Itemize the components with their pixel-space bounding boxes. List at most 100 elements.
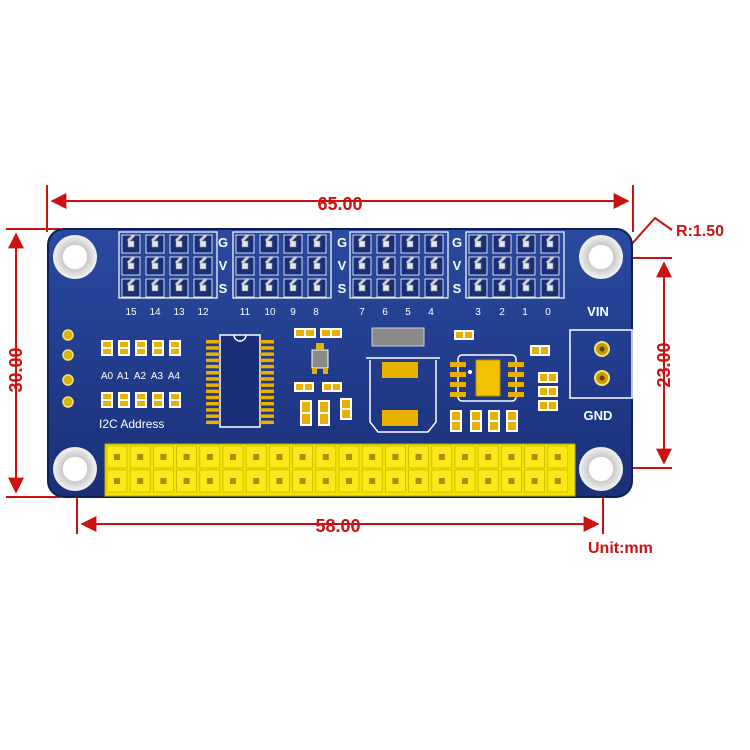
- gpio-hole: [322, 478, 329, 484]
- header-pin: [498, 240, 506, 248]
- smd-part: [322, 382, 342, 392]
- header-pin: [522, 240, 530, 248]
- dimension-hole-horizontal: 58.00: [76, 470, 604, 536]
- gpio-hole: [206, 478, 213, 484]
- smd-pad: [472, 422, 480, 430]
- header-pin-top: [126, 255, 136, 265]
- address-jumper-pads: [101, 340, 181, 408]
- voltage-regulator: [366, 327, 440, 433]
- mounting-hole-top-left: [53, 235, 97, 279]
- address-label: A4: [168, 371, 181, 382]
- header-pin: [474, 240, 482, 248]
- mounting-hole-bottom-right: [579, 447, 623, 491]
- gpio-hole: [369, 454, 376, 460]
- jumper-pad: [154, 401, 162, 406]
- header-pin: [241, 262, 249, 270]
- smd-pad: [452, 412, 460, 420]
- smd-body: [454, 330, 474, 340]
- smd-pad: [490, 422, 498, 430]
- channel-label: 4: [428, 307, 434, 318]
- smd-pad: [549, 388, 556, 395]
- header-pin: [175, 284, 183, 292]
- smd-pad: [532, 347, 539, 354]
- row-label-s: S: [453, 281, 462, 296]
- channel-label: 11: [240, 307, 251, 318]
- left-test-pads: [62, 329, 74, 408]
- servo-header-group: [232, 231, 332, 299]
- header-pin: [430, 262, 438, 270]
- header-pin: [265, 284, 273, 292]
- smd-body: [294, 382, 314, 392]
- gpio-hole: [508, 478, 515, 484]
- mounting-hole-top-right: [579, 235, 623, 279]
- smd-part: [530, 345, 550, 356]
- ic-pin: [206, 340, 220, 344]
- ic-pin: [260, 346, 274, 350]
- header-pin-top: [198, 255, 208, 265]
- channel-label: 6: [382, 307, 388, 318]
- ic-pin: [260, 358, 274, 363]
- header-pin-top: [429, 255, 439, 265]
- transistor-pin: [312, 368, 317, 374]
- header-pin-top: [545, 277, 555, 287]
- ic-pin: [206, 358, 220, 363]
- row-label-v: V: [338, 258, 347, 273]
- header-pin-top: [312, 277, 322, 287]
- servo-header-group: [465, 231, 565, 299]
- gpio-hole: [531, 478, 538, 484]
- smd-pad: [465, 332, 472, 338]
- i2c-address-label: I2C Address: [99, 417, 164, 431]
- jumper-pad: [137, 401, 145, 406]
- header-pin: [406, 240, 414, 248]
- jumper-pad: [120, 394, 128, 399]
- header-pin: [241, 240, 249, 248]
- smd-part: [538, 386, 558, 397]
- ic-pin: [206, 408, 220, 412]
- ic-pin: [260, 408, 274, 412]
- jumper-pad: [154, 394, 162, 399]
- gpio-hole: [114, 454, 120, 460]
- gpio-hole: [183, 454, 190, 460]
- ic-pin: [260, 383, 274, 387]
- address-labels: A0 A1 A2 A3 A4: [101, 371, 181, 382]
- smd-part: [294, 382, 314, 392]
- header-pin: [546, 240, 554, 248]
- smd-pad: [333, 384, 340, 390]
- header-pin: [546, 284, 554, 292]
- mounting-hole-bottom-left: [53, 447, 97, 491]
- gpio-hole: [346, 478, 352, 484]
- ic-pin: [260, 371, 274, 375]
- header-outline: [118, 231, 218, 299]
- channel-labels-3-0: 3 2 1 0: [475, 307, 551, 318]
- header-pin-top: [240, 233, 250, 243]
- header-pin: [313, 284, 321, 292]
- smd-pad: [302, 402, 310, 412]
- header-pin-top: [381, 277, 391, 287]
- header-pin-top: [288, 255, 298, 265]
- header-pin: [199, 284, 207, 292]
- jumper-pad: [103, 342, 111, 347]
- channel-labels-15-12: 15 14 13 12: [125, 307, 209, 318]
- smd-body: [538, 400, 558, 411]
- header-pin-top: [150, 277, 160, 287]
- channel-labels-7-4: 7 6 5 4: [359, 307, 434, 318]
- header-pin: [265, 262, 273, 270]
- jumper-pad: [171, 349, 179, 354]
- header-pin: [289, 284, 297, 292]
- header-pin-top: [357, 233, 367, 243]
- ic-pin: [206, 389, 220, 394]
- gpio-hole: [206, 454, 213, 460]
- header-pin: [151, 262, 159, 270]
- smd-pad: [322, 330, 330, 336]
- header-pin: [127, 284, 135, 292]
- ic-pin: [260, 389, 274, 394]
- header-pin: [358, 240, 366, 248]
- jumper-pad: [154, 349, 162, 354]
- ic-pin: [206, 346, 220, 350]
- header-pin: [358, 262, 366, 270]
- header-pin-top: [174, 255, 184, 265]
- header-pin-top: [198, 277, 208, 287]
- smd-pad: [332, 330, 340, 336]
- radius-label: R:1.50: [676, 223, 724, 240]
